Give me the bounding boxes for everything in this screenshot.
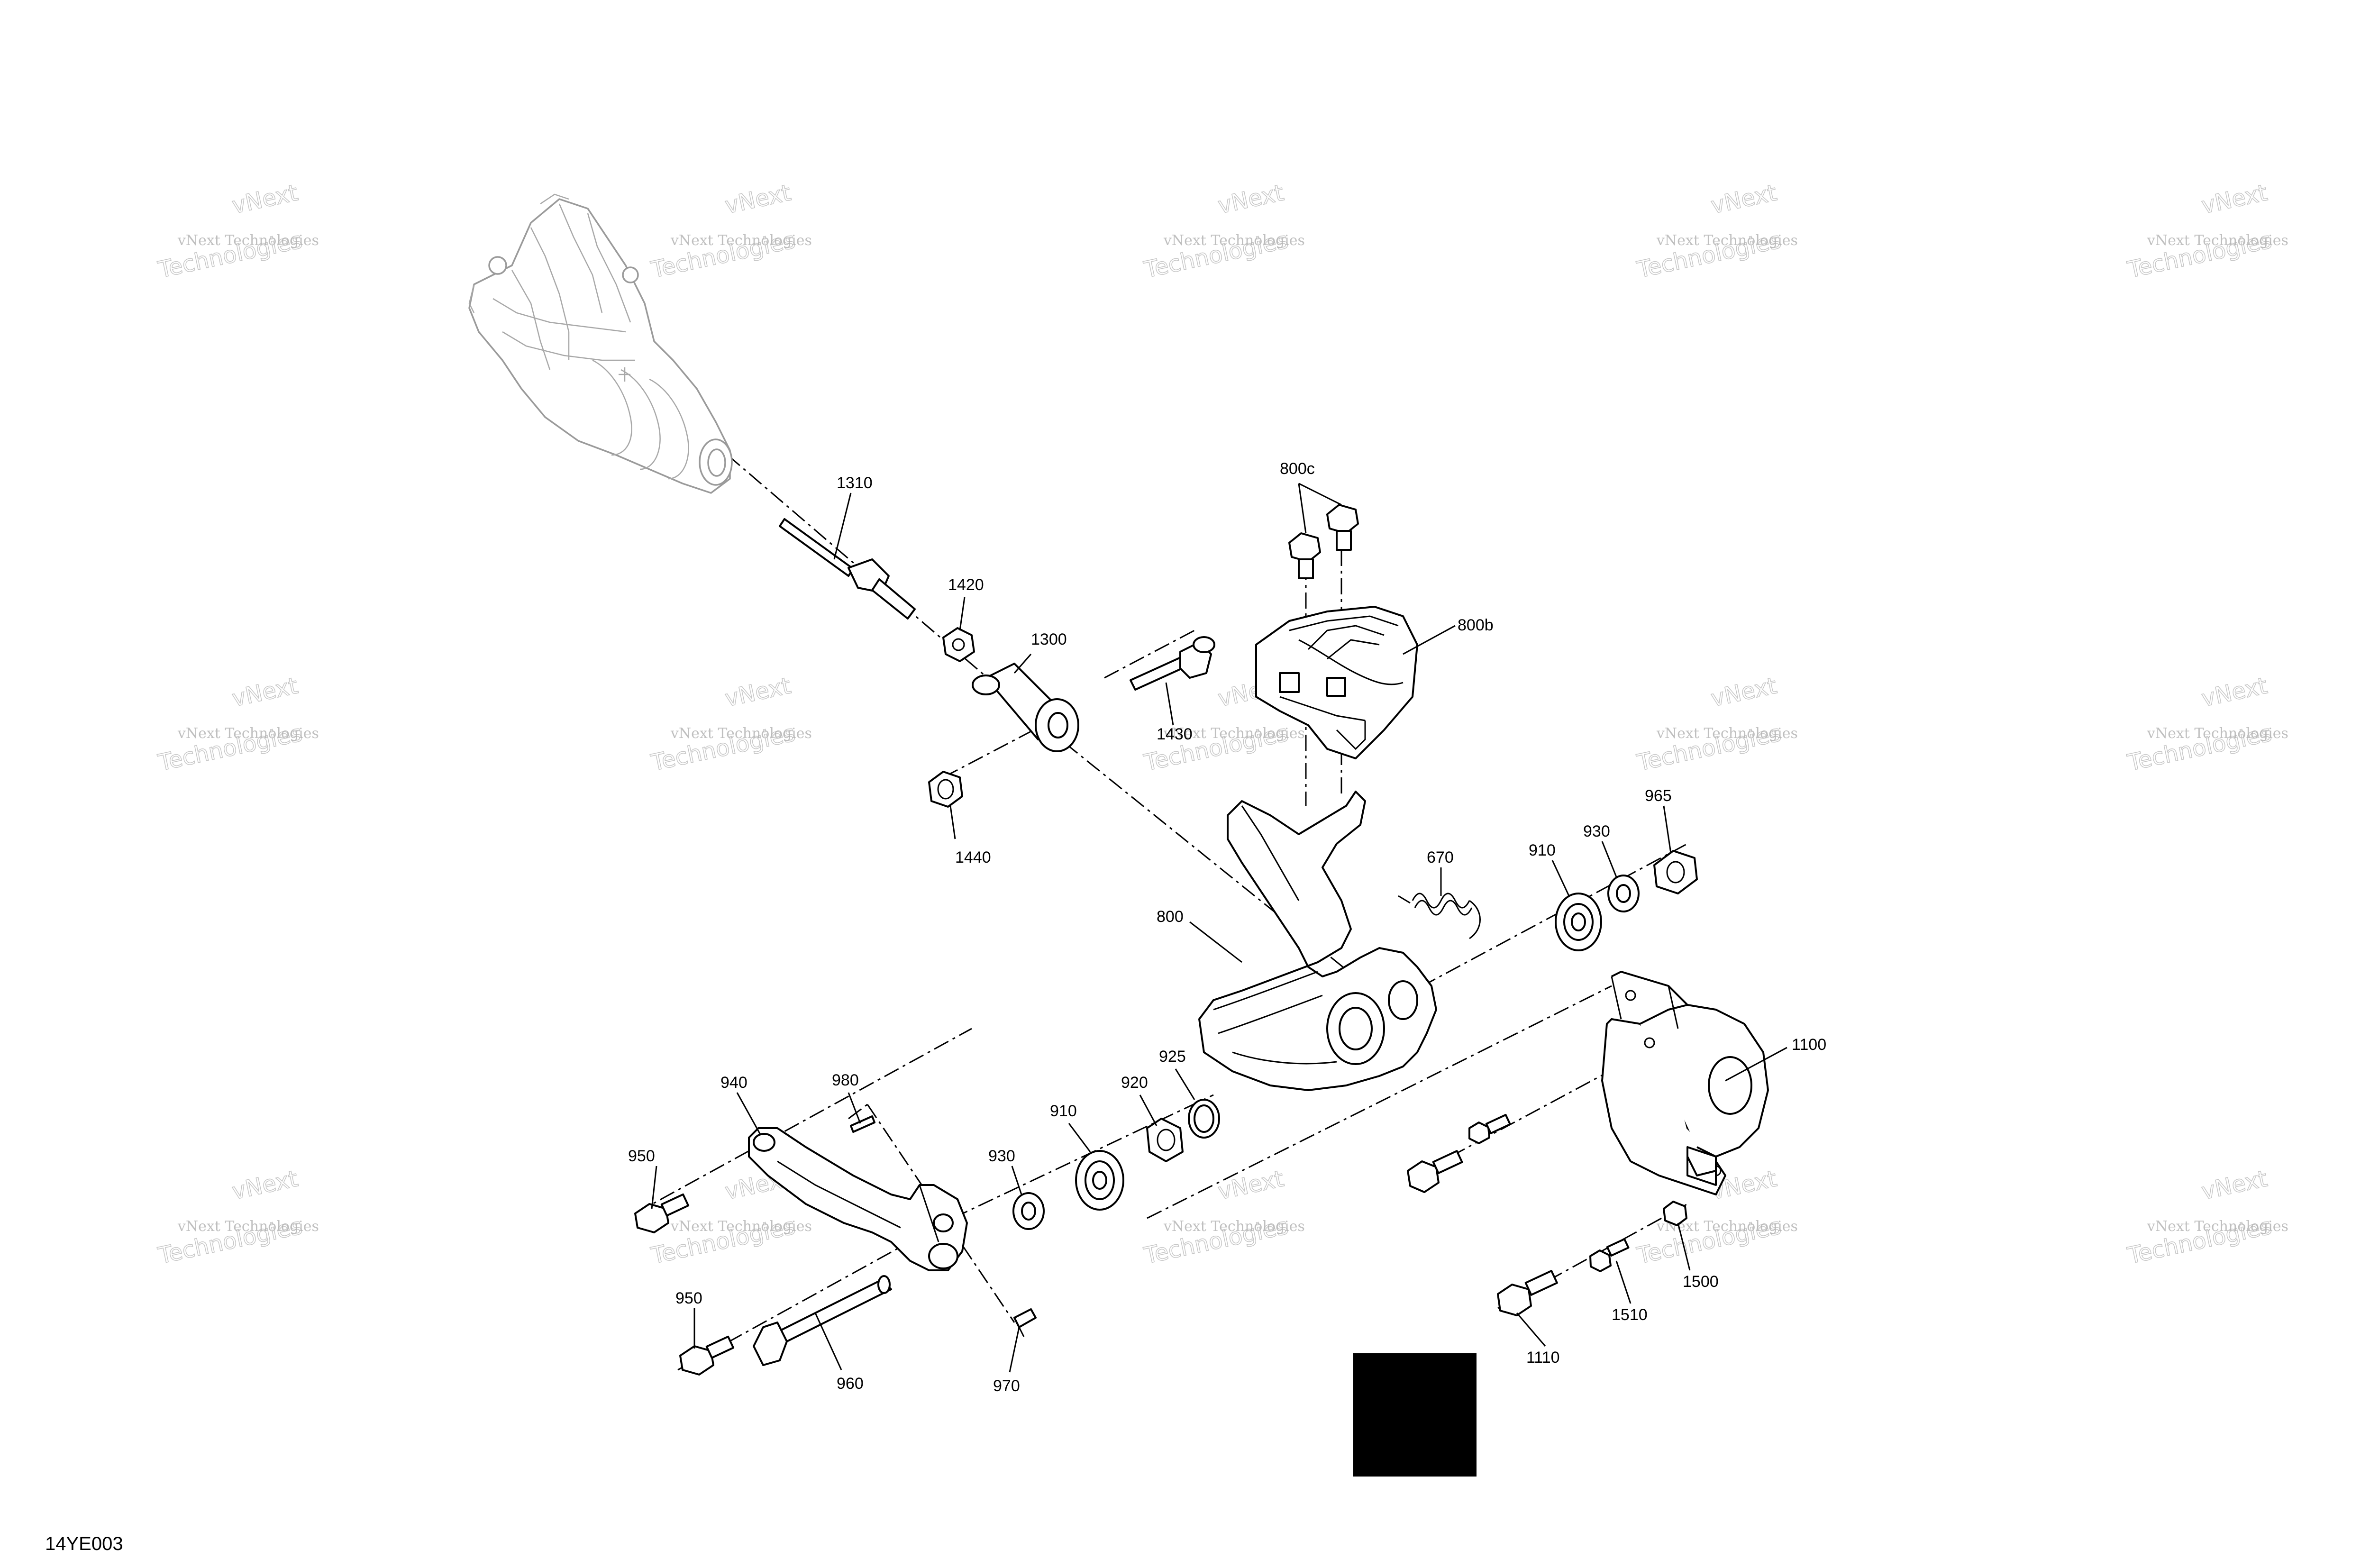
watermark-word: vNext [230,1165,301,1205]
part-label-950: 950 [675,1289,702,1307]
part-label-940: 940 [720,1074,747,1092]
black-block [1353,1353,1477,1477]
part-label-960: 960 [837,1375,864,1393]
part-label-930: 930 [1583,822,1610,840]
pin-980 [850,1115,875,1133]
ghost-actuator-assembly [468,193,733,494]
part-label-800: 800 [1157,908,1184,926]
watermark-word: vNext [1709,672,1779,712]
part-label-1420: 1420 [948,576,984,594]
watermark-text: vNext Technologies [177,1218,319,1235]
screws-800c [1288,504,1359,579]
spring-670 [1398,893,1481,939]
part-label-920: 920 [1121,1074,1148,1092]
watermark-word: vNext [2199,1165,2270,1205]
pushrod [779,518,916,620]
part-label-925: 925 [1159,1048,1186,1066]
part-label-1100: 1100 [1792,1036,1826,1054]
watermark-word: vNext [1216,179,1286,219]
watermark-text: vNext Technologies [1163,232,1305,249]
watermark-word: vNext [230,672,301,712]
washer-930-left [1012,1192,1045,1230]
watermark-text: vNext Technologies [1163,1218,1305,1235]
part-label-970: 970 [993,1377,1020,1395]
bearing-910-right [1555,893,1602,951]
nut-965 [1653,850,1698,894]
drawing-code: 14YE003 [45,1533,123,1554]
bolt-950-lower [679,1335,735,1376]
part-label-910: 910 [1050,1102,1077,1120]
watermark-word: vNext [723,179,793,219]
watermark-text: vNext Technologies [1163,725,1305,742]
watermark-word: vNext [1709,179,1779,219]
part-label-670: 670 [1427,848,1454,866]
lever-940 [748,1127,968,1271]
part-label-1110: 1110 [1526,1349,1560,1367]
pedal-arm-800 [1198,791,1437,1091]
pedal-pad-800b [1255,606,1418,759]
part-label-930: 930 [988,1147,1015,1165]
part-label-1300: 1300 [1031,630,1067,648]
washer-930-right [1607,875,1640,912]
bolt-1110 [1497,1270,1558,1316]
watermark-text: vNext Technologies [1656,232,1798,249]
watermark-word: vNext [2199,179,2270,219]
screws-bracket [1407,1113,1511,1193]
watermark-word: vNext [1216,1165,1286,1205]
bolt-1430 [1130,636,1215,691]
watermark-word: vNext [723,672,793,712]
bolt-960 [753,1275,892,1366]
part-label-910: 910 [1529,841,1556,859]
watermark-text: vNext Technologies [1656,725,1798,742]
watermark-text: vNext Technologies [670,232,812,249]
part-label-1310: 1310 [837,474,873,492]
nut-1440 [928,771,963,808]
pin-970 [1013,1308,1037,1337]
rod-end-1300 [972,663,1079,752]
watermark-text: vNext Technologies [177,725,319,742]
leader-lines [651,483,1787,1373]
bracket-1100 [1601,971,1769,1195]
part-label-965: 965 [1645,787,1672,805]
part-label-950: 950 [628,1147,655,1165]
part-label-800c: 800c [1280,460,1315,478]
bearing-910-left [1075,1150,1124,1211]
watermark-word: vNext [2199,672,2270,712]
part-labels: 1310 1420 1300 1430 1440 800c 800b 800 6… [628,460,1826,1395]
watermark-text: vNext Technologies [2147,1218,2288,1235]
bushing-920 [1146,1118,1184,1162]
watermark-text: vNext Technologies [670,1218,812,1235]
part-label-1500: 1500 [1683,1273,1719,1291]
o-ring-925 [1188,1099,1220,1139]
watermark-text: vNext Technologies [2147,725,2288,742]
part-label-1440: 1440 [955,848,991,866]
nut-1500 [1663,1201,1687,1226]
watermark-text: vNext Technologies [2147,232,2288,249]
part-label-1510: 1510 [1612,1306,1648,1324]
part-label-980: 980 [832,1071,859,1089]
nut-1420 [942,627,975,662]
part-label-1430: 1430 [1157,725,1193,743]
bolt-950-upper [634,1193,690,1233]
part-label-800b: 800b [1458,616,1494,634]
watermark-text: vNext Technologies [670,725,812,742]
watermark-text: vNext Technologies [177,232,319,249]
screw-1510 [1589,1238,1630,1272]
watermark-word: vNext [230,179,301,219]
